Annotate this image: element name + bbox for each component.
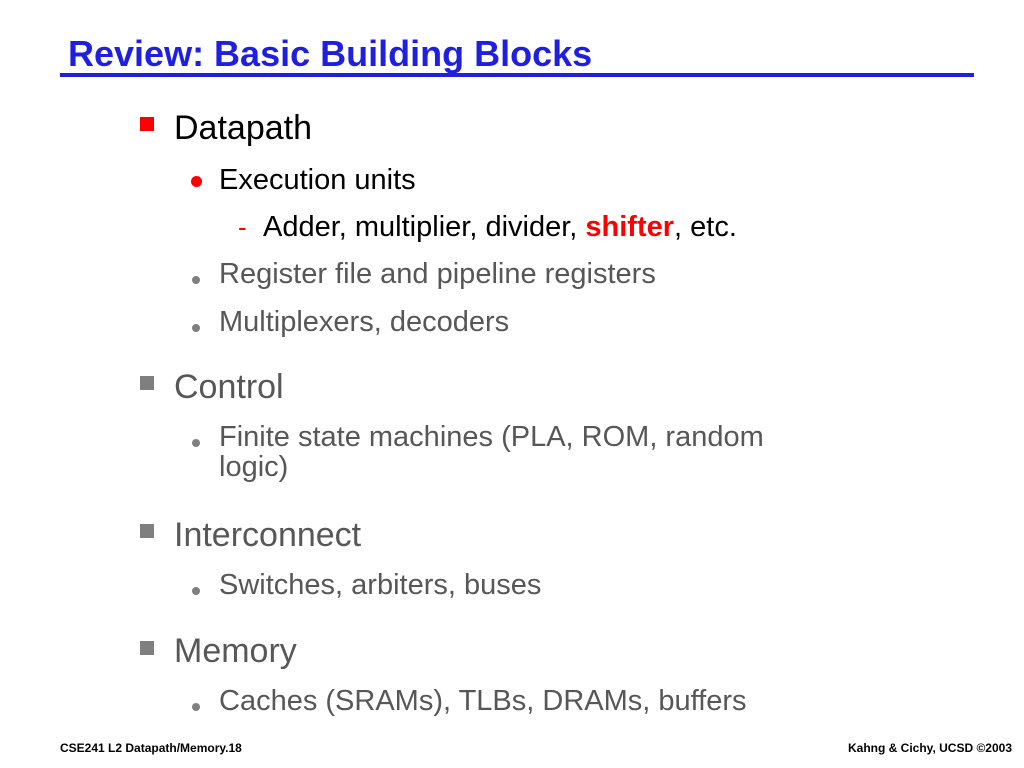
adder-list-suffix: , etc. (674, 211, 737, 243)
bullet-memory: Memory (174, 632, 297, 670)
round-bullet-icon (192, 324, 200, 332)
bullet-register-file: Register file and pipeline registers (219, 258, 656, 290)
round-bullet-icon (192, 439, 200, 447)
bullet-switches: Switches, arbiters, buses (219, 569, 542, 601)
square-bullet-icon (140, 376, 154, 390)
shifter-emphasis: shifter (585, 211, 675, 243)
square-bullet-icon (140, 524, 154, 538)
slide-title: Review: Basic Building Blocks (68, 33, 593, 74)
round-bullet-icon (192, 587, 200, 595)
bullet-interconnect: Interconnect (174, 516, 362, 554)
title-underline (60, 73, 974, 77)
adder-list-text: Adder, multiplier, divider, (263, 211, 586, 243)
round-bullet-icon (191, 176, 202, 187)
bullet-adder-list: Adder, multiplier, divider, shifter, etc… (263, 211, 737, 244)
square-bullet-icon (140, 117, 154, 131)
square-bullet-icon (140, 641, 154, 655)
bullet-execution-units: Execution units (219, 164, 416, 196)
bullet-control: Control (174, 368, 284, 406)
dash-bullet-icon: - (238, 212, 247, 242)
bullet-finite-state-machines: Finite state machines (PLA, ROM, random (219, 421, 764, 453)
bullet-caches: Caches (SRAMs), TLBs, DRAMs, buffers (219, 685, 747, 717)
bullet-finite-state-machines-cont: logic) (219, 451, 289, 483)
footer-copyright: Kahng & Cichy, UCSD ©2003 (848, 741, 1012, 755)
round-bullet-icon (192, 703, 200, 711)
round-bullet-icon (192, 276, 200, 284)
bullet-multiplexers: Multiplexers, decoders (219, 306, 510, 338)
footer-course-label: CSE241 L2 Datapath/Memory.18 (60, 741, 242, 755)
bullet-datapath: Datapath (174, 109, 312, 147)
